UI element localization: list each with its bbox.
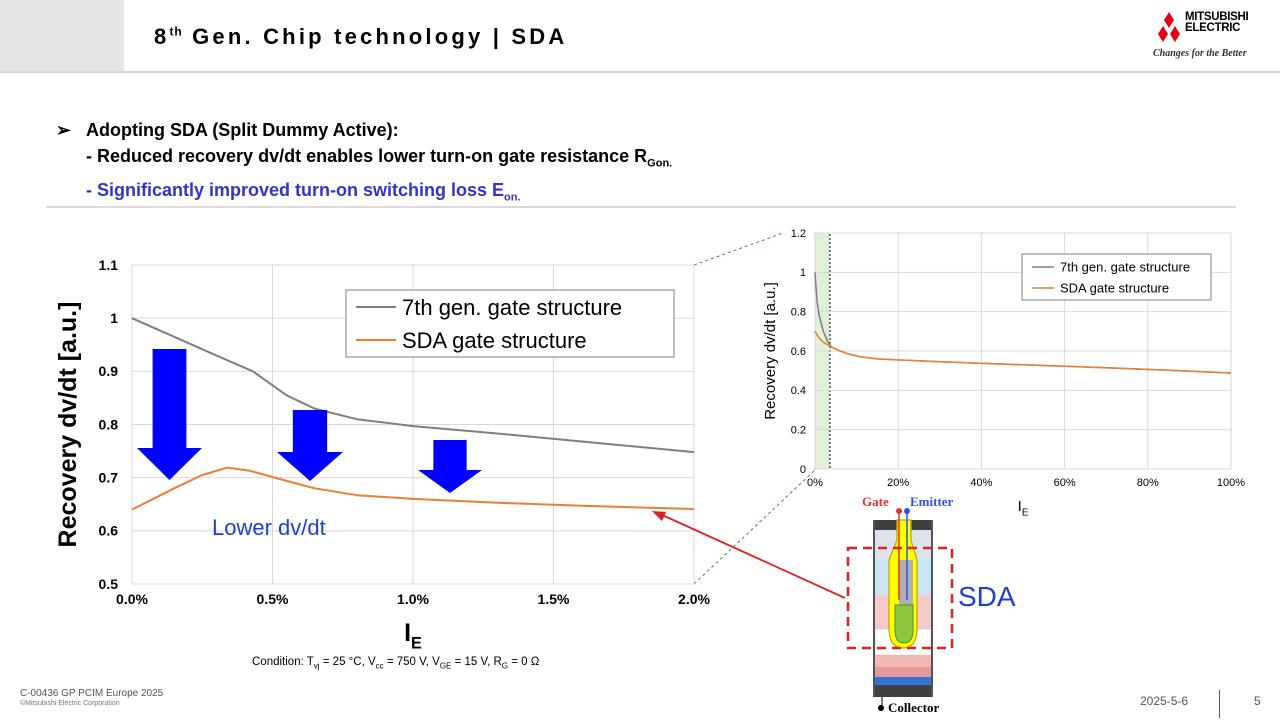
y-tick-label: 1.1 (99, 257, 119, 273)
x-tick-label: 100% (1217, 477, 1245, 489)
y-axis-label: Recovery dv/dt [a.u.] (54, 302, 82, 548)
footer-doc-id: C-00436 GP PCIM Europe 2025 (20, 688, 164, 699)
sda-structure-diagram: Gate Emitter Collector SDA (652, 494, 1016, 715)
legend-label: 7th gen. gate structure (1060, 260, 1190, 275)
sda-highlight-box (846, 546, 954, 650)
down-arrow-icon (277, 410, 343, 481)
x-tick-label: 80% (1137, 477, 1159, 489)
inset-chart: 0 0.2 0.4 0.6 0.8 1 1.2 0% 20% 40% 60% 80% 100% Recov… (762, 228, 1245, 519)
down-arrow-icon (137, 349, 202, 480)
footer-copyright: ©Mitsubishi Electric Corporation (20, 700, 120, 707)
x-tick-label: 0.0% (116, 591, 148, 607)
legend-box (345, 289, 675, 358)
x-tick-label: 2.0% (678, 591, 710, 607)
page-title: 8th Gen. Chip technology | SDA (154, 24, 568, 49)
y-tick-label: 0.6 (791, 346, 806, 358)
x-tick-label: 40% (970, 477, 992, 489)
gate-label: Gate (862, 494, 889, 509)
y-axis-label: Recovery dv/dt [a.u.] (762, 282, 779, 420)
legend-box (1021, 253, 1212, 301)
bullet-arrow-icon: ➢ (56, 120, 72, 140)
y-tick-label: 0.4 (791, 385, 806, 397)
gate-terminal-icon (896, 508, 902, 514)
side-edge-left (873, 520, 875, 697)
bullet-heading: ➢Adopting SDA (Split Dummy Active): (56, 117, 672, 143)
test-condition: Condition: Tvj = 25 °C, Vcc = 750 V, VGE… (252, 656, 540, 671)
y-tick-label: 0.8 (99, 416, 119, 432)
y-tick-label: 0.6 (99, 523, 119, 539)
side-edge-right (931, 520, 933, 697)
bullet-list: ➢Adopting SDA (Split Dummy Active): - Re… (56, 117, 672, 210)
emitter-label: Emitter (910, 494, 954, 509)
sda-pointer-arrowhead-icon (652, 511, 666, 521)
zoom-connector-bottom (693, 469, 816, 585)
main-chart: 0.5 0.6 0.7 0.8 0.9 1 1.1 0.0% 0.5% 1.0% 1.5% 2.0% R… (54, 257, 711, 653)
page-number: 5 (1254, 694, 1261, 708)
header-accent-block (0, 0, 124, 72)
layer-collector-p (875, 667, 931, 677)
x-tick-label: 20% (887, 477, 909, 489)
y-tick-label: 1 (800, 267, 806, 279)
y-tick-label: 0.7 (99, 470, 119, 486)
footer-separator (1219, 690, 1220, 718)
x-tick-label: 1.0% (397, 591, 429, 607)
header-divider (0, 71, 1280, 73)
sda-label: SDA (958, 581, 1016, 612)
x-tick-label: 60% (1054, 477, 1076, 489)
legend-label: 7th gen. gate structure (402, 295, 622, 320)
y-tick-label: 1.2 (791, 228, 806, 240)
brand-tagline: Changes for the Better (1153, 48, 1247, 59)
emitter-terminal-icon (904, 508, 910, 514)
zoom-connector-top (693, 232, 784, 266)
y-tick-label: 1 (110, 310, 118, 326)
bullet-line-eon: - Significantly improved turn-on switchi… (86, 179, 521, 204)
y-tick-label: 0.2 (791, 425, 806, 437)
y-tick-label: 0.8 (791, 307, 806, 319)
three-diamonds-icon (1158, 12, 1180, 42)
section-divider (46, 206, 1236, 208)
collector-label: Collector (888, 700, 939, 715)
x-tick-label: 0.5% (257, 591, 289, 607)
series-line (131, 466, 695, 511)
sda-pointer-line (659, 513, 846, 599)
sda-split-region (894, 604, 914, 644)
footer-date: 2025-5-6 (1140, 694, 1189, 708)
collector-terminal-icon (878, 705, 884, 711)
y-tick-label: 0 (800, 464, 806, 476)
series-line (131, 317, 695, 454)
x-axis-label: IE (1018, 498, 1029, 519)
layer-bottom-metal (875, 685, 931, 697)
lower-dvdt-annotation: Lower dv/dt (212, 515, 326, 540)
series-line (814, 330, 1232, 374)
y-tick-label: 0.9 (99, 363, 119, 379)
layer-buffer (875, 655, 931, 667)
bullet-line-dvdt: - Reduced recovery dv/dt enables lower t… (86, 146, 673, 170)
x-tick-label: 1.5% (538, 591, 570, 607)
x-tick-label: 0% (807, 477, 823, 489)
y-tick-label: 0.5 (99, 576, 119, 592)
legend-label: SDA gate structure (402, 328, 587, 353)
layer-collector-n (875, 677, 931, 685)
footer-doc-info: C-00436 GP PCIM Europe 2025 ©Mitsubishi … (20, 688, 163, 707)
down-arrow-icon (418, 440, 482, 493)
legend-label: SDA gate structure (1060, 281, 1169, 296)
x-axis-label: IE (404, 619, 422, 653)
